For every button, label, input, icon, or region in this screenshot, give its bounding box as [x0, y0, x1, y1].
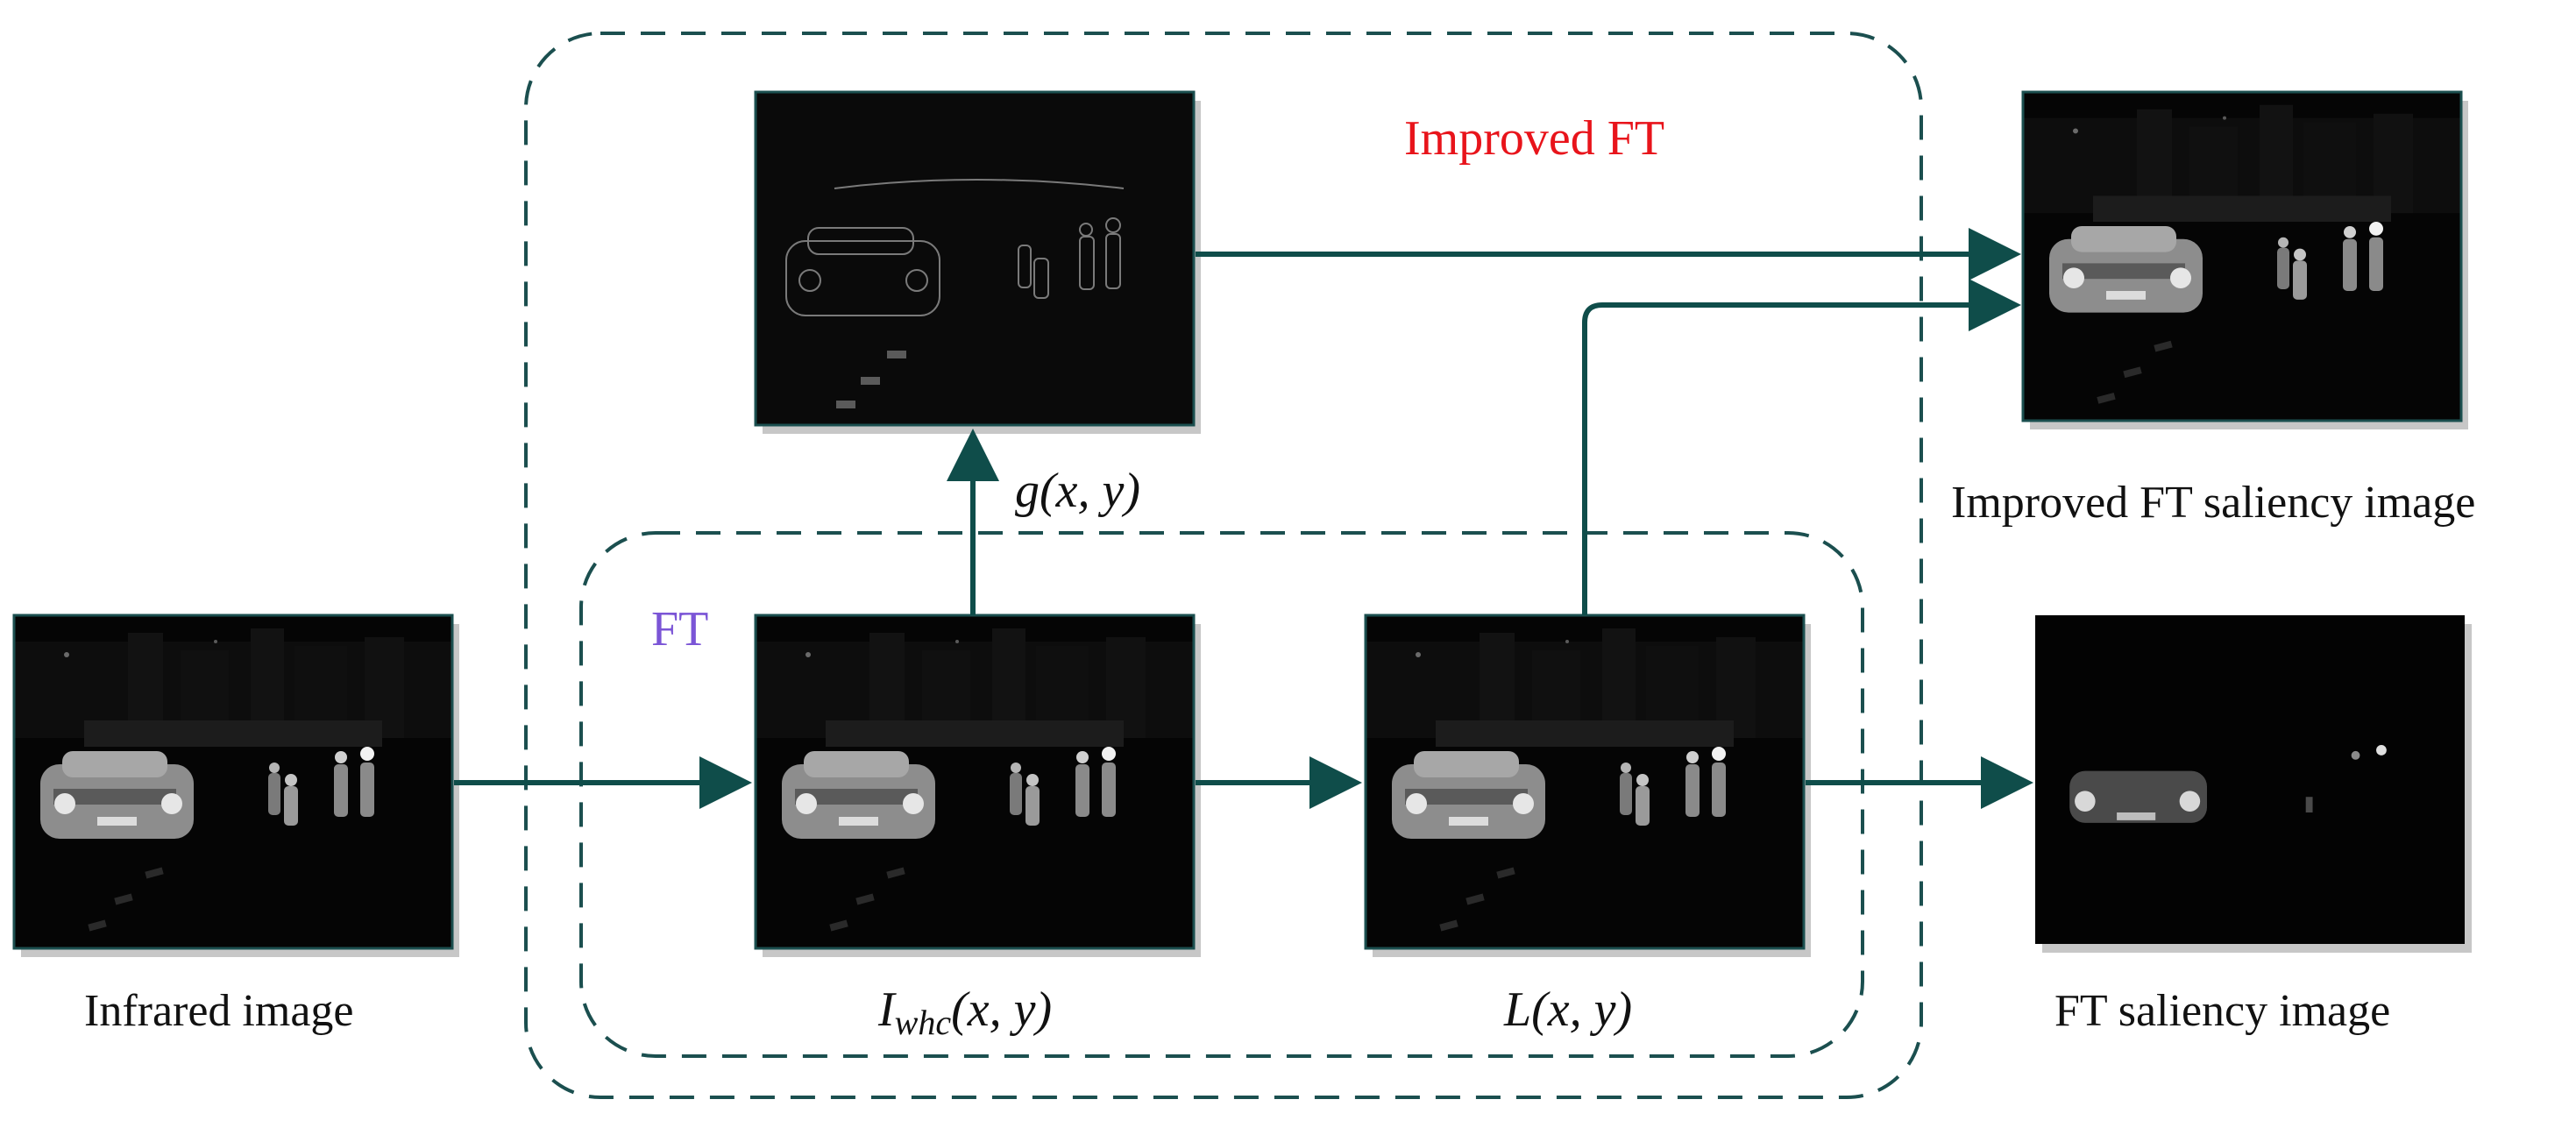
thumbnail-gxy	[754, 90, 1201, 434]
iwhc-symbol: I	[878, 982, 895, 1037]
thumbnail-lxy	[1364, 614, 1811, 957]
iwhc-subscript: whc	[894, 1003, 952, 1042]
gxy-symbol: g	[1015, 464, 1040, 518]
lxy-symbol: L	[1504, 982, 1532, 1037]
infrared-image-caption: Infrared image	[84, 986, 354, 1036]
thumbnail-infrared-image	[12, 614, 459, 957]
lxy-args: (x, y)	[1531, 982, 1633, 1037]
ft-region-title: FT	[651, 602, 709, 656]
improved-ft-region-title: Improved FT	[1404, 111, 1665, 166]
thumbnail-ft-saliency	[2035, 615, 2472, 953]
iwhc-label: Iwhc(x, y)	[878, 985, 1052, 1040]
iwhc-args: (x, y)	[951, 982, 1053, 1037]
thumbnail-iwhc	[754, 614, 1201, 957]
ft-region	[579, 531, 1864, 1058]
lxy-label: L(x, y)	[1504, 985, 1632, 1034]
arrow-lxy-to-improved-ft	[1582, 279, 2021, 615]
improved-ft-region	[524, 32, 1923, 1099]
thumbnail-improved-ft-saliency	[2021, 90, 2468, 429]
improved-ft-saliency-caption: Improved FT saliency image	[1951, 478, 2476, 528]
gxy-args: (x, y)	[1040, 464, 1141, 518]
gxy-label: g(x, y)	[1015, 466, 1140, 515]
ft-saliency-caption: FT saliency image	[2054, 986, 2391, 1036]
